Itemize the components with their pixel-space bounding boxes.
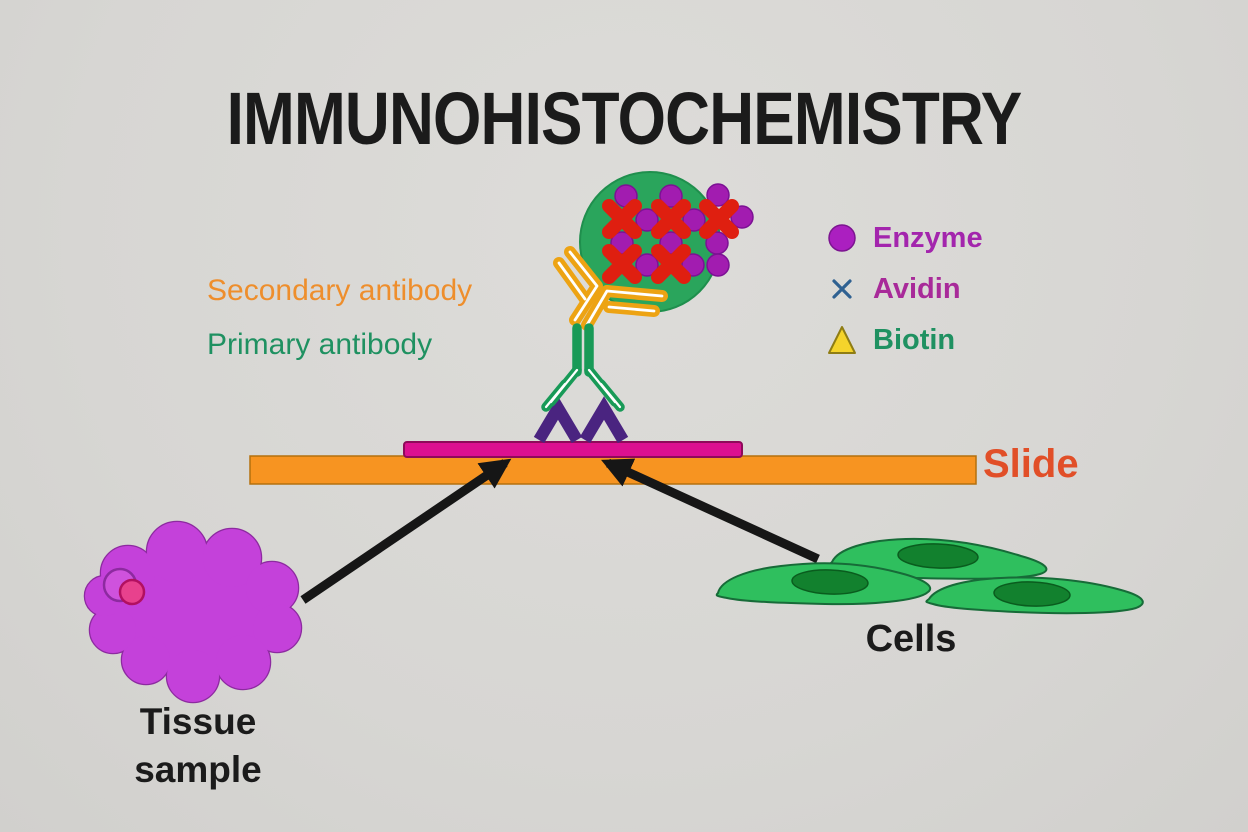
antigen-chevrons [533,396,629,444]
legend-item-biotin: Biotin [826,323,983,357]
biotin-triangle-icon [826,324,858,356]
tissue-strip [403,441,743,458]
page-title: IMMUNOHISTOCHEMISTRY [226,77,1023,160]
avidin-cross-icon [826,273,858,305]
cells-label: Cells [865,618,957,660]
tissue-knob-pink [118,578,146,606]
primary-antibody-shape [541,323,625,412]
legend-item-enzyme: Enzyme [826,221,983,255]
cells-arrow [601,458,820,564]
enzyme-dot-icon [826,222,858,254]
tissue-arrow [300,458,512,604]
legend: Enzyme Avidin Biotin [826,221,983,374]
legend-item-avidin: Avidin [826,272,983,306]
pointer-arrows [300,458,820,604]
legend-label-avidin: Avidin [873,272,961,305]
secondary-antibody-label: Secondary antibody [207,274,473,307]
tissue-sample-label: Tissue sample [134,701,262,790]
primary-antibody-label: Primary antibody [207,328,433,361]
legend-label-biotin: Biotin [873,323,956,356]
secondary-antibody-shape [553,246,668,331]
abc-complex [579,171,754,313]
legend-label-enzyme: Enzyme [873,221,983,254]
avidin-cross-marks [602,199,739,284]
tissue-sample-blob [83,520,303,704]
slide-label: Slide [983,442,1079,486]
cells-group [715,537,1144,615]
